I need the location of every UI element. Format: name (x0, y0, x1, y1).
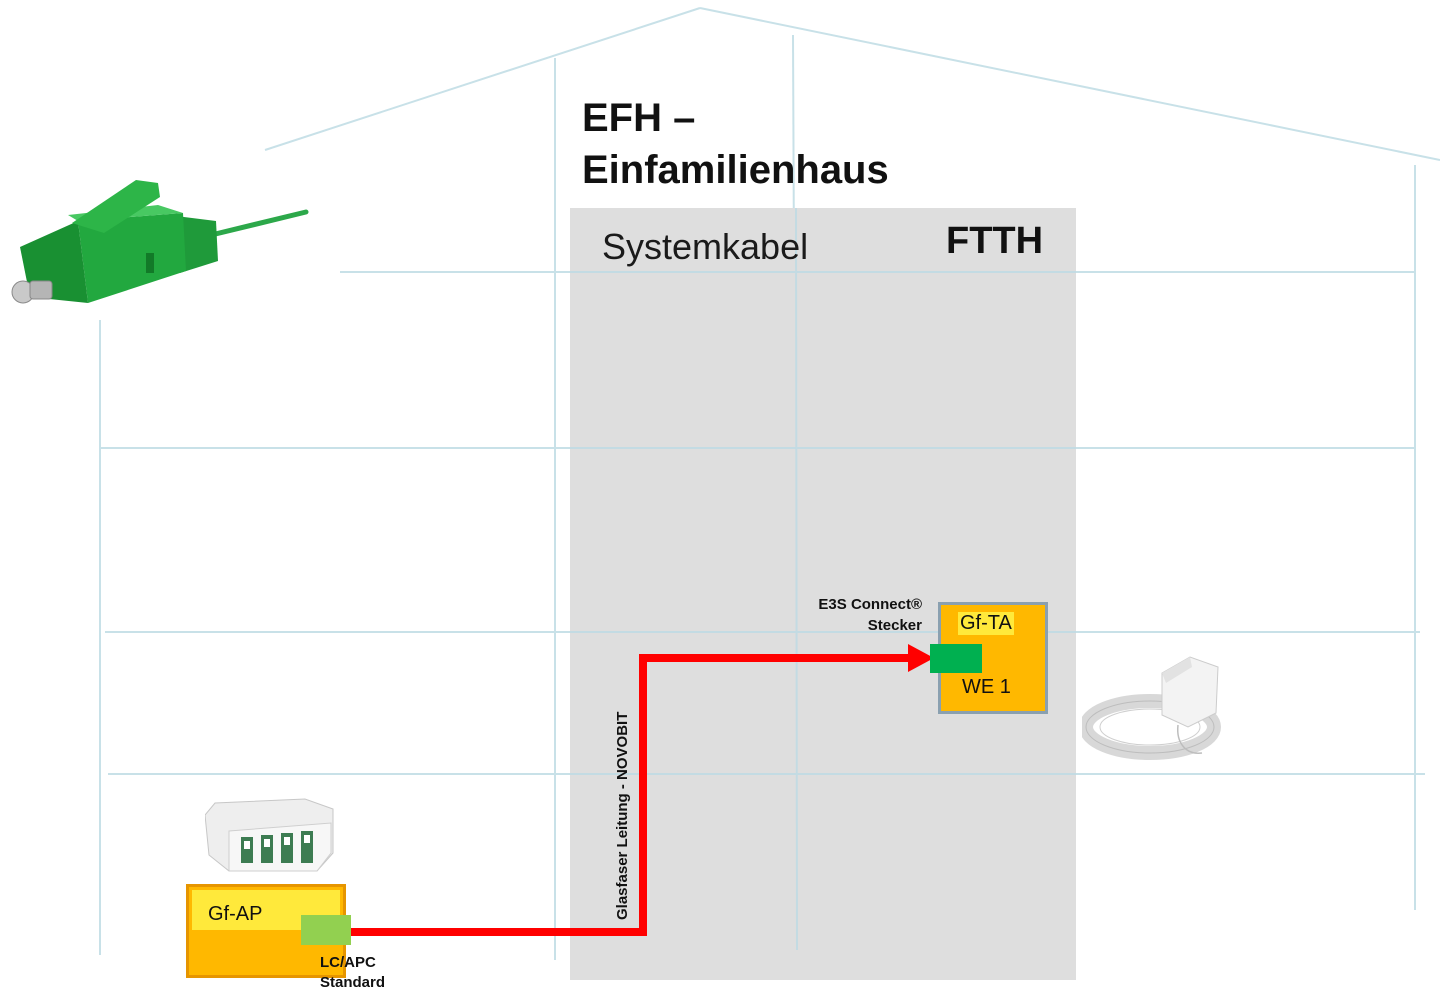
e3s-label-line-2: Stecker (867, 617, 922, 634)
title-line-2: Einfamilienhaus (582, 148, 889, 192)
title-line-1: EFH – (582, 96, 696, 140)
e3s-label-line-1: E3S Connect® (818, 596, 922, 613)
e3s-connector-label: E3S Connect® Stecker (760, 594, 922, 636)
system-panel (570, 208, 1076, 980)
ftth-label: FTTH (946, 220, 1044, 262)
lc-apc-connector (301, 915, 351, 945)
lc-label-line-2: Standard (320, 974, 386, 991)
fiber-cable-reel-photo-icon (1082, 656, 1221, 760)
lc-label-line-1: LC/APC (320, 954, 376, 971)
lc-connector-photo-icon (11, 180, 309, 304)
cable-label: Glasfaser Leitung - NOVOBIT (614, 711, 631, 920)
e3s-connector (930, 644, 982, 673)
we-label: WE 1 (962, 676, 1011, 698)
gf-ap-label: Gf-AP (208, 903, 263, 925)
systemkabel-label: Systemkabel (602, 226, 809, 267)
gf-ta-label: Gf-TA (958, 612, 1014, 635)
gf-ap-box-photo-icon (205, 798, 334, 872)
cable-arrow-head (908, 644, 934, 672)
page-title: EFH – Einfamilienhaus (582, 92, 889, 196)
lc-apc-label: LC/APC Standard (320, 953, 385, 993)
